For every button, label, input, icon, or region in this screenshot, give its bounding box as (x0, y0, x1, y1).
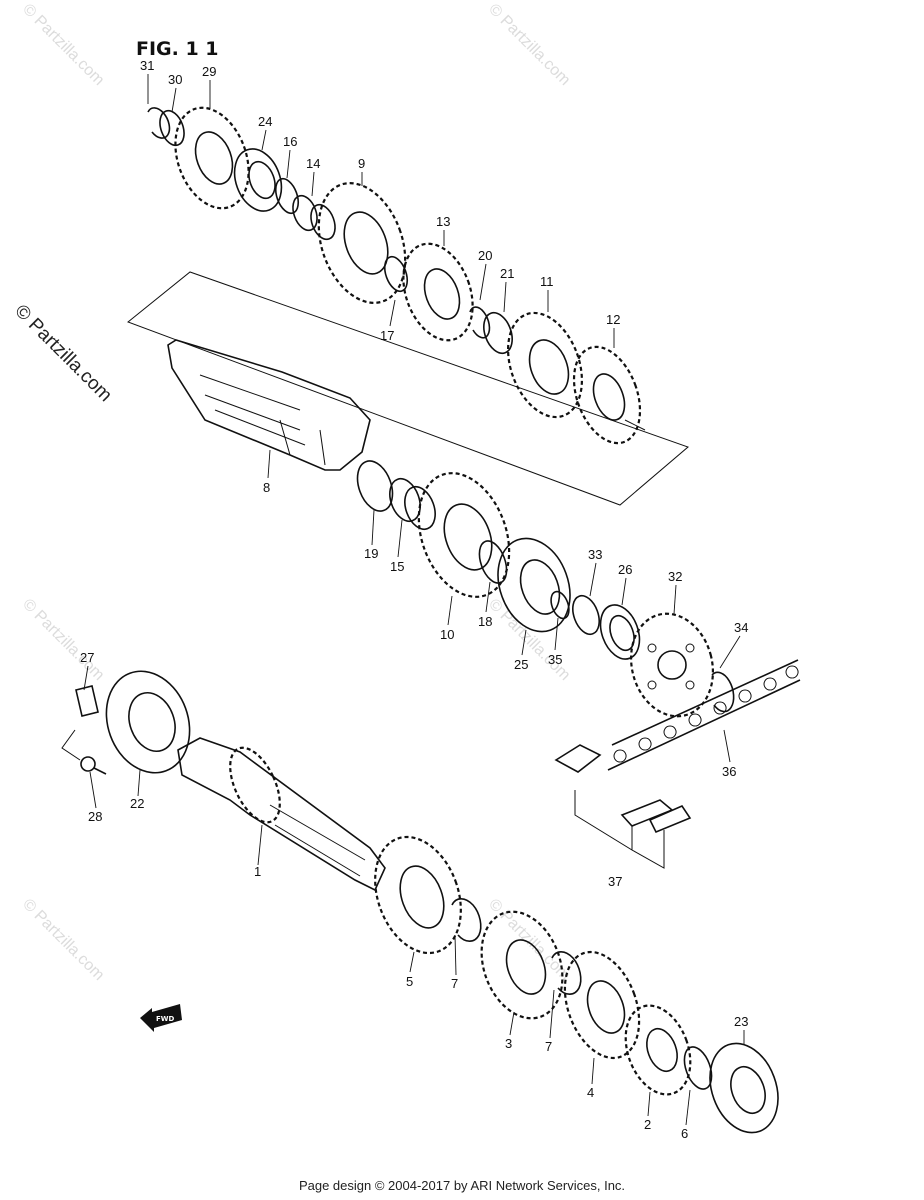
fwd-arrow-icon: FWD (140, 1004, 182, 1032)
callout-7b: 7 (545, 1039, 552, 1054)
callout-35: 35 (548, 652, 562, 667)
part-6-washer (683, 1046, 713, 1090)
figure-title: FIG. 1 1 (136, 38, 219, 60)
part-34-circlip (711, 671, 735, 713)
callout-27: 27 (80, 650, 94, 665)
countershaft-group-box (127, 271, 689, 506)
part-37-chain-joint (554, 744, 692, 869)
callout-30: 30 (168, 72, 182, 87)
callout-4: 4 (587, 1085, 594, 1100)
callout-28: 28 (88, 809, 102, 824)
part-21-washer (483, 311, 513, 355)
part-13-gear (402, 242, 474, 342)
part-28-screw (80, 756, 96, 772)
part-18-washer (478, 540, 508, 584)
part-9-gear (317, 182, 407, 304)
part-24-bearing (233, 148, 283, 212)
callout-37: 37 (608, 874, 622, 889)
callout-20: 20 (478, 248, 492, 263)
left-bearing-parts (61, 670, 191, 775)
main-shaft-parts (374, 835, 779, 1134)
part-36-chain (607, 659, 801, 771)
part-32-sprocket (629, 612, 715, 718)
fwd-label: FWD (156, 1015, 175, 1023)
watermark-4: © Partzilla.com (485, 596, 573, 684)
callout-32: 32 (668, 569, 682, 584)
callout-14: 14 (306, 156, 320, 171)
part-31-circlip (147, 107, 171, 139)
callout-26: 26 (618, 562, 632, 577)
part-1-main-shaft (177, 737, 386, 892)
watermark-main: © Partzilla.com (10, 301, 115, 406)
callout-7a: 7 (451, 976, 458, 991)
callout-19: 19 (364, 546, 378, 561)
callout-12: 12 (606, 312, 620, 327)
part-22-bearing (105, 670, 191, 774)
callout-34: 34 (734, 620, 748, 635)
callout-3: 3 (505, 1036, 512, 1051)
callout-36: 36 (722, 764, 736, 779)
part-35-o-ring (550, 590, 570, 620)
part-25-bearing (497, 537, 571, 633)
callout-33: 33 (588, 547, 602, 562)
watermark-2: © Partzilla.com (485, 1, 573, 89)
callout-8: 8 (263, 480, 270, 495)
callout-22: 22 (130, 796, 144, 811)
part-10-gear (417, 472, 511, 598)
callout-21: 21 (500, 266, 514, 281)
callout-16: 16 (283, 134, 297, 149)
callout-13: 13 (436, 214, 450, 229)
callout-18: 18 (478, 614, 492, 629)
part-7-circlip-a (451, 898, 482, 943)
callout-9: 9 (358, 156, 365, 171)
part-30-washer (159, 109, 185, 147)
callout-5: 5 (406, 974, 413, 989)
watermark-1: © Partzilla.com (19, 1, 107, 89)
callout-23: 23 (734, 1014, 748, 1029)
part-20-circlip (469, 306, 491, 339)
part-4-gear (563, 950, 641, 1060)
part-12-gear (572, 345, 642, 445)
part-17-washer (383, 255, 409, 293)
callout-6: 6 (681, 1126, 688, 1141)
part-26-seal (599, 604, 641, 660)
part-19-washer (356, 460, 394, 512)
part-2-gear (624, 1004, 692, 1096)
leader-lines (83, 74, 745, 1126)
callout-15: 15 (390, 559, 404, 574)
part-27-retainer (75, 685, 99, 717)
callout-10: 10 (440, 627, 454, 642)
callout-labels: 31 30 29 24 16 14 9 13 20 21 11 12 17 8 … (80, 58, 748, 1141)
callout-11: 11 (540, 274, 554, 289)
watermark-3: © Partzilla.com (19, 596, 107, 684)
callout-25: 25 (514, 657, 528, 672)
callout-29: 29 (202, 64, 216, 79)
part-33-spacer (572, 594, 600, 636)
part-23-bearing (709, 1042, 779, 1134)
countershaft-parts (147, 106, 646, 445)
part-8-countershaft (167, 339, 371, 471)
output-parts (356, 460, 735, 718)
callout-31: 31 (140, 58, 154, 73)
watermark-6: © Partzilla.com (485, 896, 573, 984)
page-footer: Page design © 2004-2017 by ARI Network S… (298, 1178, 626, 1193)
callout-2: 2 (644, 1117, 651, 1132)
part-7-circlip-b (551, 951, 582, 996)
callout-17: 17 (380, 328, 394, 343)
callout-24: 24 (258, 114, 272, 129)
part-14-bushing (292, 194, 318, 232)
part-5-gear (374, 835, 462, 955)
part-15-bushing (389, 477, 421, 523)
part-29-gear (174, 106, 250, 210)
callout-1: 1 (254, 864, 261, 879)
watermark-5: © Partzilla.com (19, 896, 107, 984)
